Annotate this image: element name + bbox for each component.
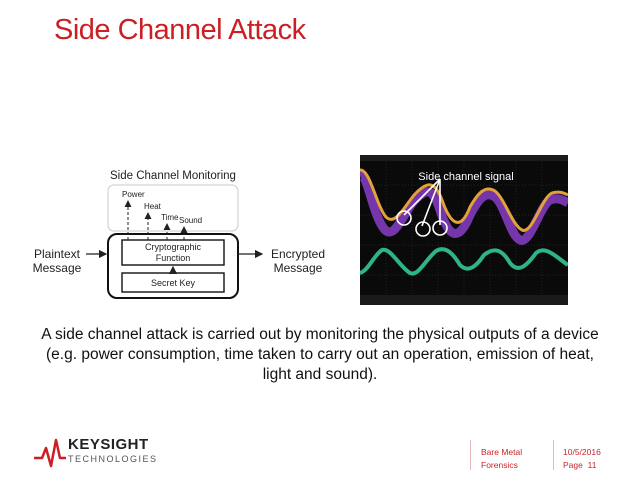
signal-marker-3 — [432, 220, 448, 236]
side-channel-signal-label: Side channel signal — [418, 171, 513, 183]
footer-divider — [470, 440, 471, 470]
monitoring-box — [107, 184, 239, 232]
crypto-function-label-1: Cryptographic — [145, 242, 202, 252]
brand-subtitle: TECHNOLOGIES — [68, 454, 158, 464]
footer-section: Bare Metal Forensics — [481, 446, 522, 472]
footer-section-line1: Bare Metal — [481, 447, 523, 457]
oscilloscope-screenshot: Side channel signal — [360, 155, 568, 305]
signal-marker-1 — [396, 210, 412, 226]
output-time-label: Time — [161, 213, 179, 222]
output-sound-label: Sound — [179, 216, 202, 225]
plaintext-label-2: Message — [33, 261, 82, 275]
orange-trace — [360, 168, 568, 232]
monitoring-label: Side Channel Monitoring — [110, 170, 236, 182]
output-heat-label: Heat — [144, 202, 162, 211]
green-trace — [360, 247, 568, 276]
footer-divider — [553, 440, 554, 470]
footer-section-line2: Forensics — [481, 460, 518, 470]
output-power-label: Power — [122, 190, 145, 199]
slide-caption: A side channel attack is carried out by … — [41, 326, 599, 383]
keysight-logo-icon — [34, 438, 66, 468]
page-label: Page — [563, 460, 583, 470]
encrypted-label-1: Encrypted — [271, 247, 325, 261]
brand-name: KEYSIGHT — [68, 436, 149, 453]
footer-date: 10/5/2016 — [563, 447, 601, 457]
signal-marker-2 — [415, 221, 431, 237]
crypto-function-box — [121, 239, 225, 266]
page-number: 11 — [587, 460, 597, 470]
slide-title: Side Channel Attack — [54, 14, 306, 46]
encrypted-label-2: Message — [274, 261, 323, 275]
purple-trace — [360, 170, 568, 245]
footer-date-page: 10/5/2016 Page 11 — [563, 446, 601, 472]
plaintext-label-1: Plaintext — [34, 247, 81, 261]
crypto-function-label-2: Function — [156, 253, 191, 263]
secret-key-label: Secret Key — [151, 278, 196, 288]
